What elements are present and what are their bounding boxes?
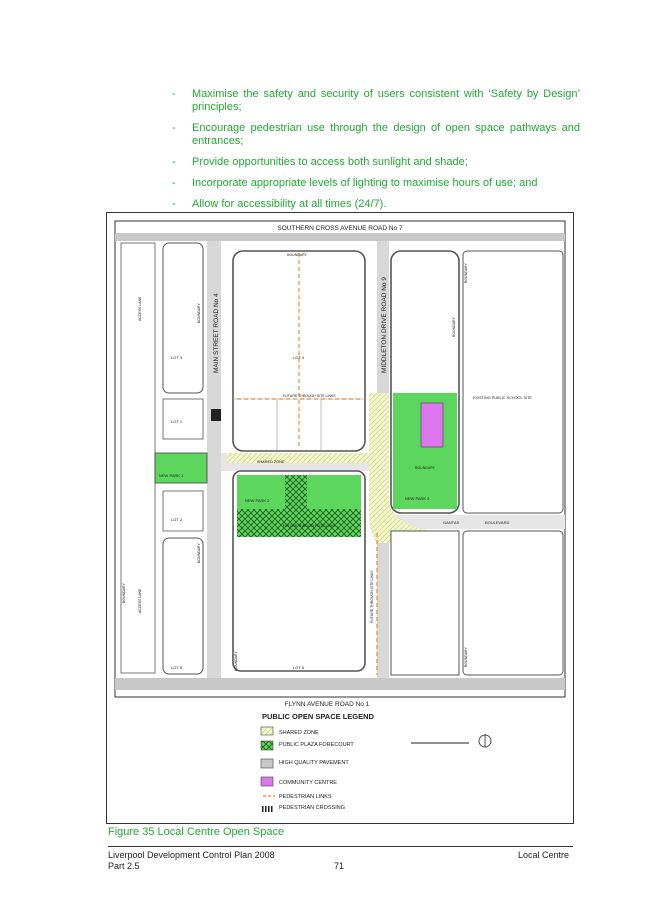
school-block [462, 250, 564, 514]
footer-divider [108, 846, 573, 847]
site-boundary [114, 220, 566, 698]
shared-zone-area [369, 393, 437, 543]
pedestrian-crossing [211, 409, 221, 421]
legend-swatch-pavement [260, 758, 274, 769]
lot-4-label: LOT 4 [293, 355, 305, 360]
footer-section: Local Centre [518, 850, 570, 860]
legend-title: PUBLIC OPEN SPACE LEGEND [262, 712, 375, 721]
road-label-bottom: FLYNN AVENUE ROAD No 1 [285, 701, 370, 708]
legend-label-shared-zone: SHARED ZONE [279, 730, 319, 736]
community-centre [420, 402, 444, 448]
legend-swatch-crossing [262, 806, 273, 812]
bullet-item: -Encourage pedestrian use through the de… [172, 122, 580, 147]
lot-5-block [162, 537, 204, 675]
legend: PUBLIC OPEN SPACE LEGEND SHARED ZONE PUB… [260, 712, 492, 812]
lot-2-label: LOT 2 [171, 517, 183, 522]
boundary-label-top: BOUNDARY [287, 253, 307, 257]
access-lane-label-top: ACCESS LANE [138, 296, 142, 321]
legend-label-community: COMMUNITY CENTRE [279, 780, 337, 786]
legend-label-plaza: PUBLIC PLAZA FORECOURT [279, 742, 354, 748]
bullet-item: -Allow for accessibility at all times (2… [172, 198, 387, 210]
flynn-avenue-road [115, 678, 565, 690]
lot-3-label: LOT 3 [171, 355, 183, 360]
southern-cross-road [115, 233, 565, 241]
bullet-list: -Maximise the safety and security of use… [172, 88, 580, 219]
bullet-item: -Incorporate appropriate levels of light… [172, 177, 538, 189]
bullet-item: -Provide opportunities to access both su… [172, 156, 468, 168]
new-park-1 [154, 452, 208, 484]
gantas-label: GANTAS [443, 520, 459, 525]
bullet-text: Maximise the safety and security of user… [192, 88, 580, 113]
through-site-links-mid: FUTURE THROUGH SITE LINKS [283, 524, 336, 528]
new-park-3-label: NEW PARK 3 [405, 496, 430, 501]
legend-swatch-community [260, 776, 274, 787]
site-plan-map: SOUTHERN CROSS AVENUE ROAD No 7 FLYNN AV… [114, 220, 566, 812]
school-label: EXISTING PUBLIC SCHOOL SITE [473, 396, 532, 400]
south-middle-block [390, 530, 460, 676]
footer-document-title: Liverpool Development Control Plan 2008 [108, 850, 275, 860]
footer-left: Liverpool Development Control Plan 2008 … [108, 850, 275, 872]
boundary-label-middleton: BOUNDARY [452, 317, 456, 337]
lot-1-block [162, 398, 204, 440]
boulevard-label: BOULEVARD [485, 520, 509, 525]
boulevard-road [389, 515, 565, 529]
lot-3-block [162, 242, 204, 394]
road-label-top: SOUTHERN CROSS AVENUE ROAD No 7 [277, 225, 403, 232]
page-number: 71 [334, 861, 345, 871]
new-park-2-label: NEW PARK 2 [245, 498, 270, 503]
bullet-text: Incorporate appropriate levels of lighti… [192, 177, 538, 189]
lot-5-label: LOT 5 [171, 665, 183, 670]
footer-part: Part 2.5 [108, 861, 140, 871]
boundary-label-lot5: BOUNDARY [197, 543, 201, 563]
boundary-label-school: BOUNDARY [464, 263, 468, 283]
through-site-links-low: FUTURE THROUGH SITE LINKS [370, 570, 374, 623]
public-plaza-forecourt [237, 509, 361, 537]
legend-swatch-shared-zone [260, 726, 274, 736]
lot-1-label: LOT 1 [171, 419, 183, 424]
south-east-block [462, 530, 564, 676]
boundary-label-lot6: BOUNDARY [234, 651, 238, 671]
lot-6-label: LOT 6 [293, 665, 305, 670]
road-label-middleton: MIDDLETON DRIVE ROAD No 9 [381, 277, 388, 373]
legend-label-pavement: HIGH QUALITY PAVEMENT [279, 760, 349, 766]
through-site-links-top: FUTURE THROUGH SITE LINKS [283, 394, 336, 398]
shared-zone-label: SHARED ZONE [257, 460, 285, 464]
boundary-label-se: BOUNDARY [464, 647, 468, 667]
road-label-main-street: MAIN STREET ROAD No 4 [213, 293, 220, 373]
access-lane-strip [120, 242, 156, 674]
lot-2-block [162, 490, 204, 532]
main-street-road [207, 241, 221, 678]
figure-caption: Figure 35 Local Centre Open Space [108, 826, 285, 838]
pedestrian-links [237, 253, 378, 675]
bullet-item: -Maximise the safety and security of use… [172, 88, 580, 113]
boundary-label-left: BOUNDARY [122, 583, 126, 603]
legend-label-links: PEDESTRIAN LINKS [279, 794, 332, 800]
boundary-label-lot3: BOUNDARY [197, 303, 201, 323]
new-park-1-label: NEW PARK 1 [159, 473, 184, 478]
legend-label-crossing: PEDESTRIAN CROSSING [279, 805, 345, 811]
bullet-text: Allow for accessibility at all times (24… [192, 198, 387, 210]
access-lane-label-bottom: ACCESS LANE [138, 588, 142, 613]
public-plaza-strip [285, 475, 307, 509]
site-plan-figure: SOUTHERN CROSS AVENUE ROAD No 7 FLYNN AV… [106, 212, 574, 824]
bullet-text: Provide opportunities to access both sun… [192, 156, 468, 168]
bullet-text: Encourage pedestrian use through the des… [192, 122, 580, 147]
legend-swatch-plaza [260, 740, 274, 751]
shared-zone-strip [227, 453, 377, 463]
boundary-label-park3: BOUNDARY [415, 466, 435, 470]
